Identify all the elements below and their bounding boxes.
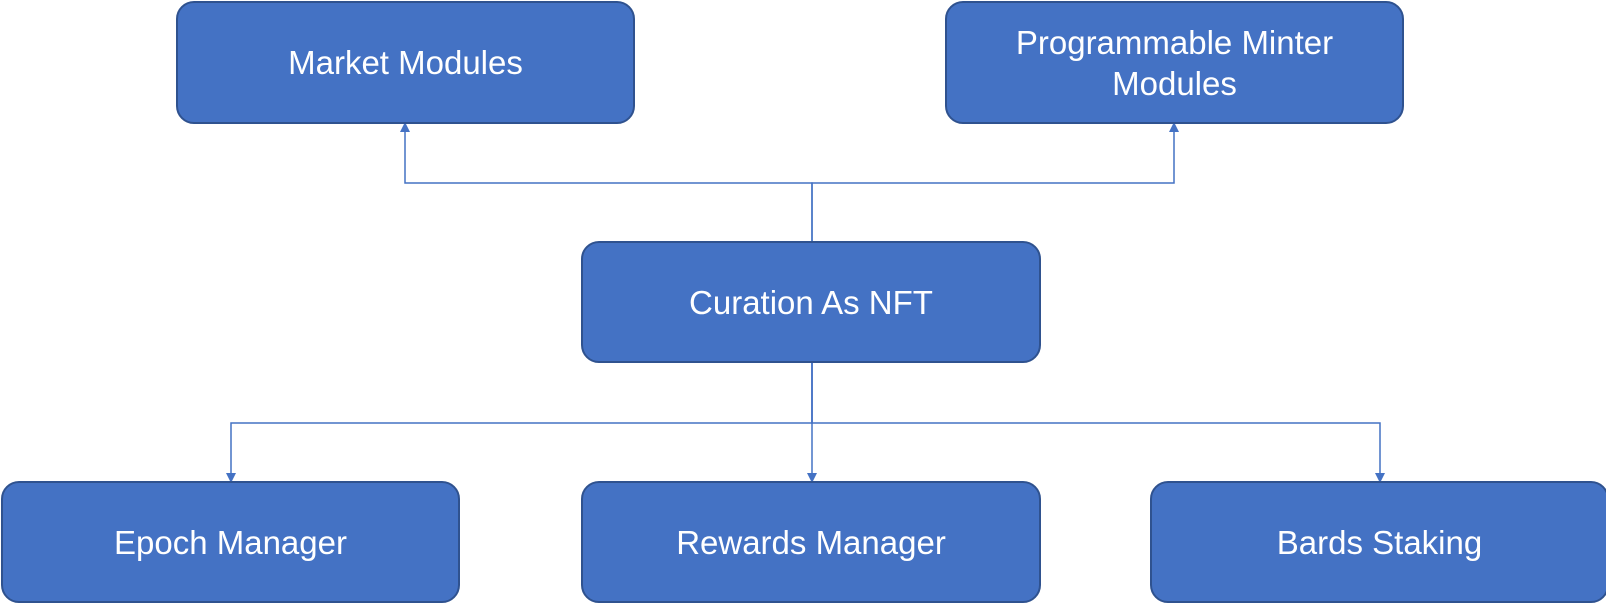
edge-curation-to-programmable-minter-modules [811, 122, 1179, 241]
edge-curation-to-epoch-manager [226, 363, 813, 483]
bards-staking-node: Bards Staking [1150, 481, 1606, 603]
programmable-minter-modules-node: Programmable Minter Modules [945, 1, 1404, 124]
edge-curation-to-market-modules [400, 122, 813, 241]
curation-as-nft-label: Curation As NFT [689, 283, 933, 321]
edge-curation-to-bards-staking [811, 363, 1385, 483]
bards-staking-label: Bards Staking [1276, 523, 1483, 561]
market-modules-label: Market Modules [288, 44, 523, 81]
programmable-minter-modules-label-line-1: Programmable Minter [1015, 23, 1334, 61]
market-modules-node: Market Modules [176, 1, 635, 124]
epoch-manager-label: Epoch Manager [114, 523, 347, 561]
curation-as-nft-node: Curation As NFT [581, 241, 1041, 363]
epoch-manager-node: Epoch Manager [1, 481, 460, 603]
programmable-minter-modules-label: Programmable Minter Modules [1016, 22, 1333, 104]
rewards-manager-label: Rewards Manager [676, 523, 946, 561]
rewards-manager-node: Rewards Manager [581, 481, 1041, 603]
programmable-minter-modules-label-line-2: Modules [1112, 64, 1237, 102]
